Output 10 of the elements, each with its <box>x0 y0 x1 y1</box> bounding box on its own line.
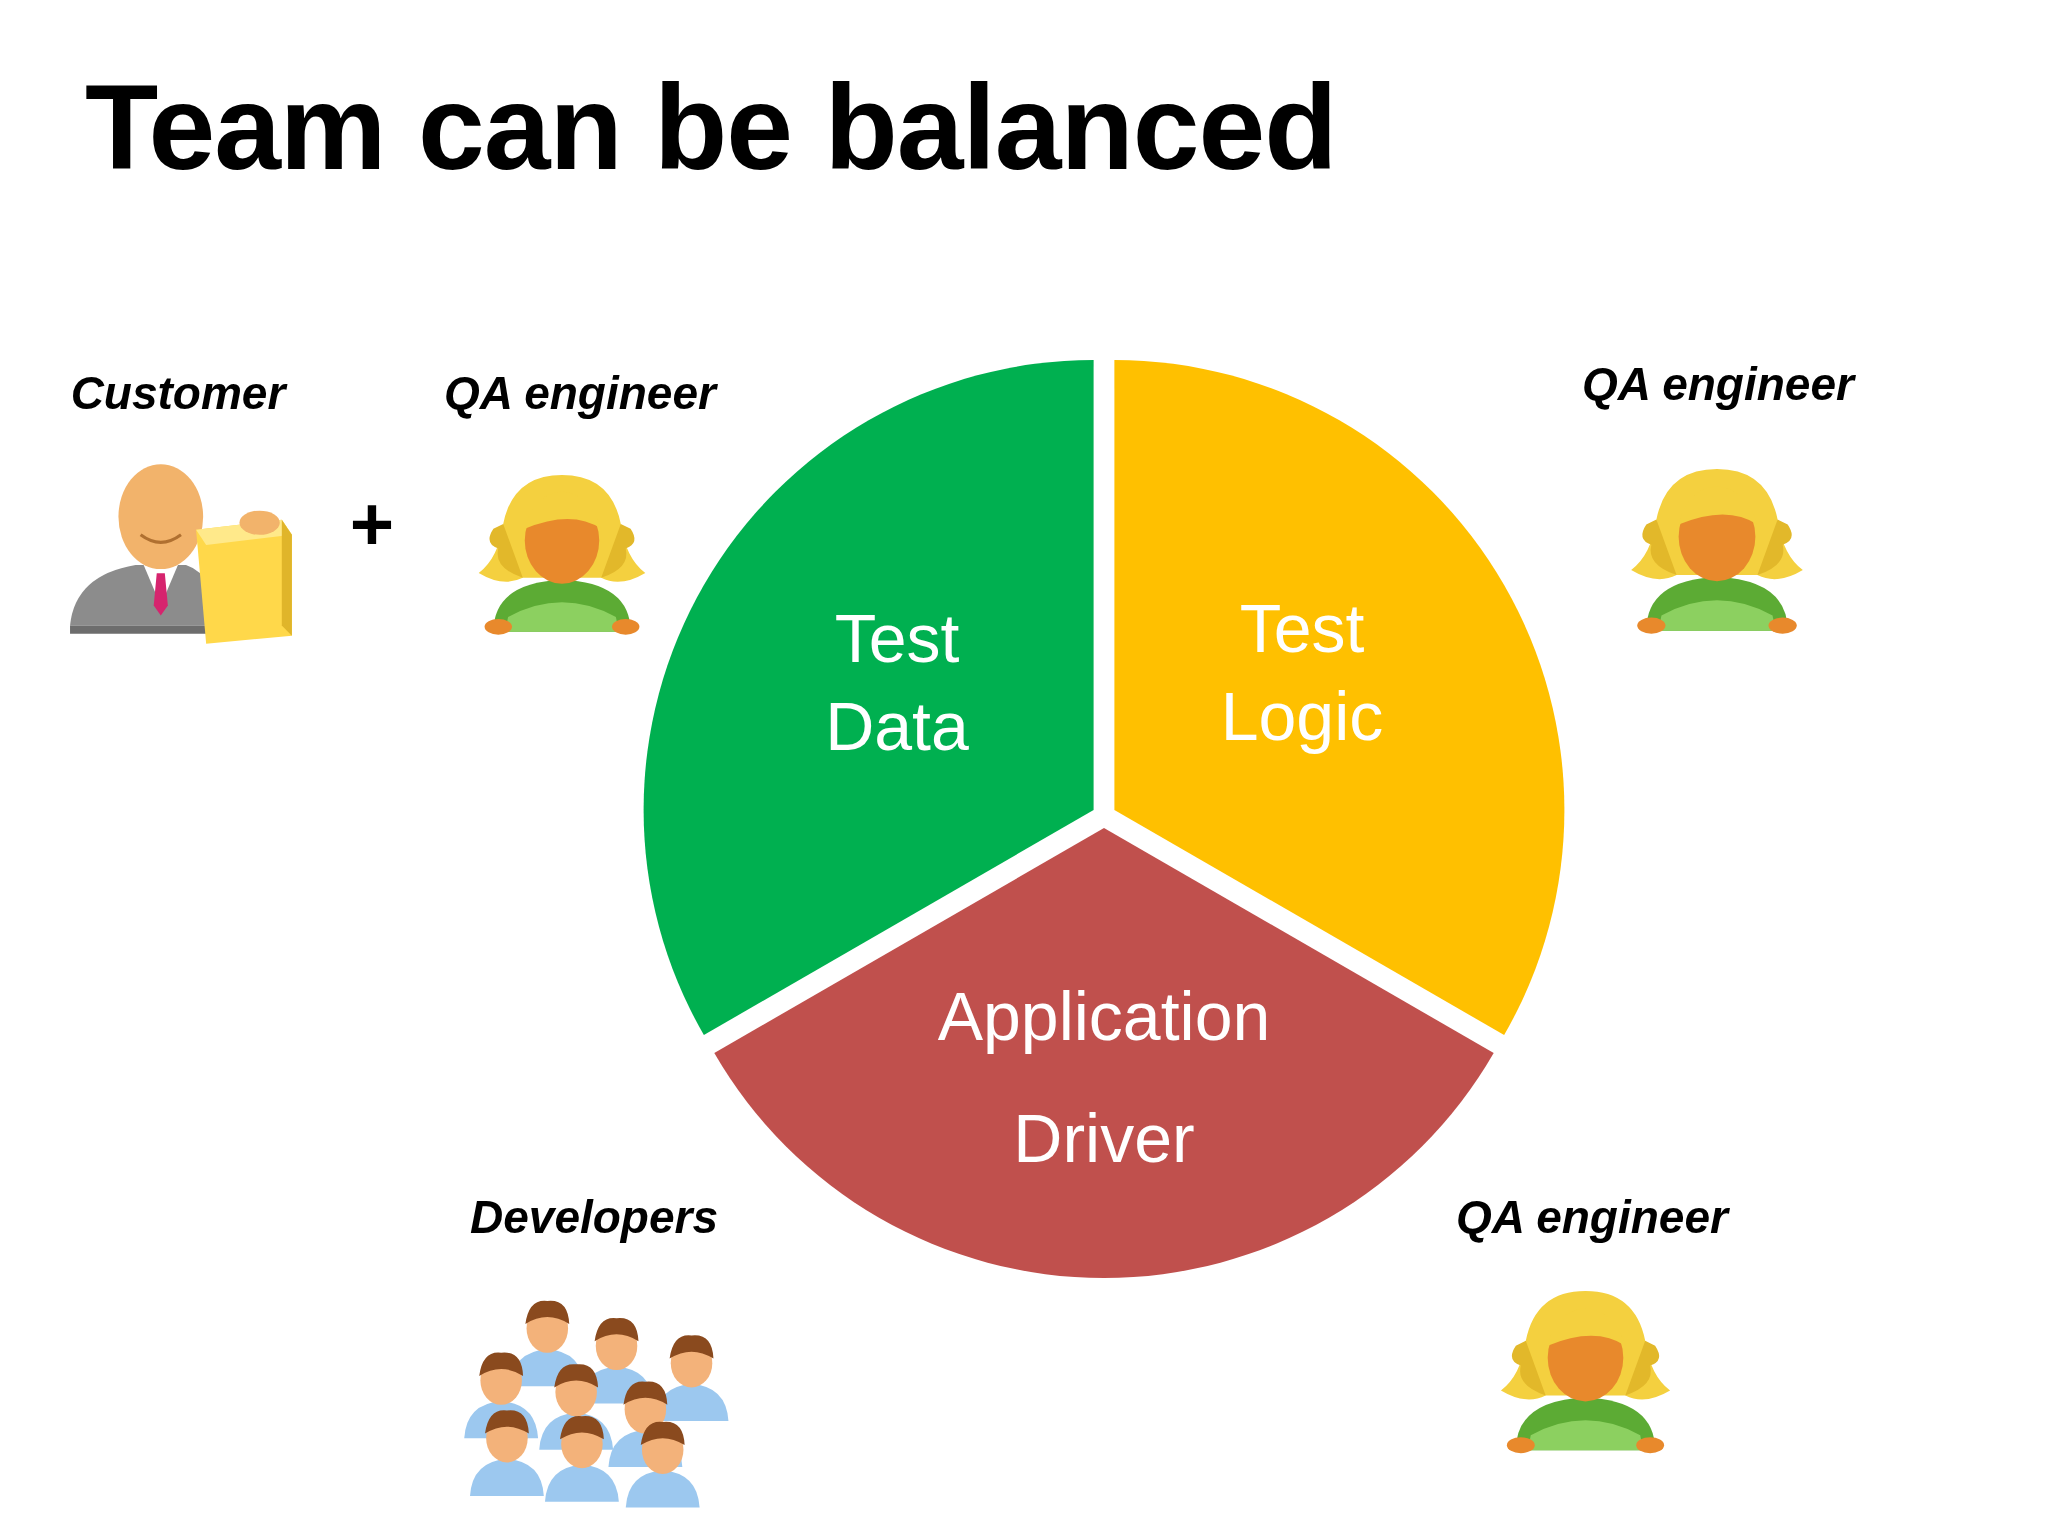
slice-label: Test Data <box>824 598 970 766</box>
plus-sign: + <box>349 480 395 567</box>
title: Team can be balanced <box>85 59 1337 196</box>
role-label: Customer <box>70 366 286 420</box>
role-label: QA engineer <box>444 366 716 420</box>
role-label: Developers <box>470 1190 718 1244</box>
slice-label: Test Logic <box>1219 588 1385 756</box>
role-label: QA engineer <box>1582 357 1854 411</box>
role-label: QA engineer <box>1456 1190 1728 1244</box>
slice-label: Application Driver <box>936 976 1272 1178</box>
